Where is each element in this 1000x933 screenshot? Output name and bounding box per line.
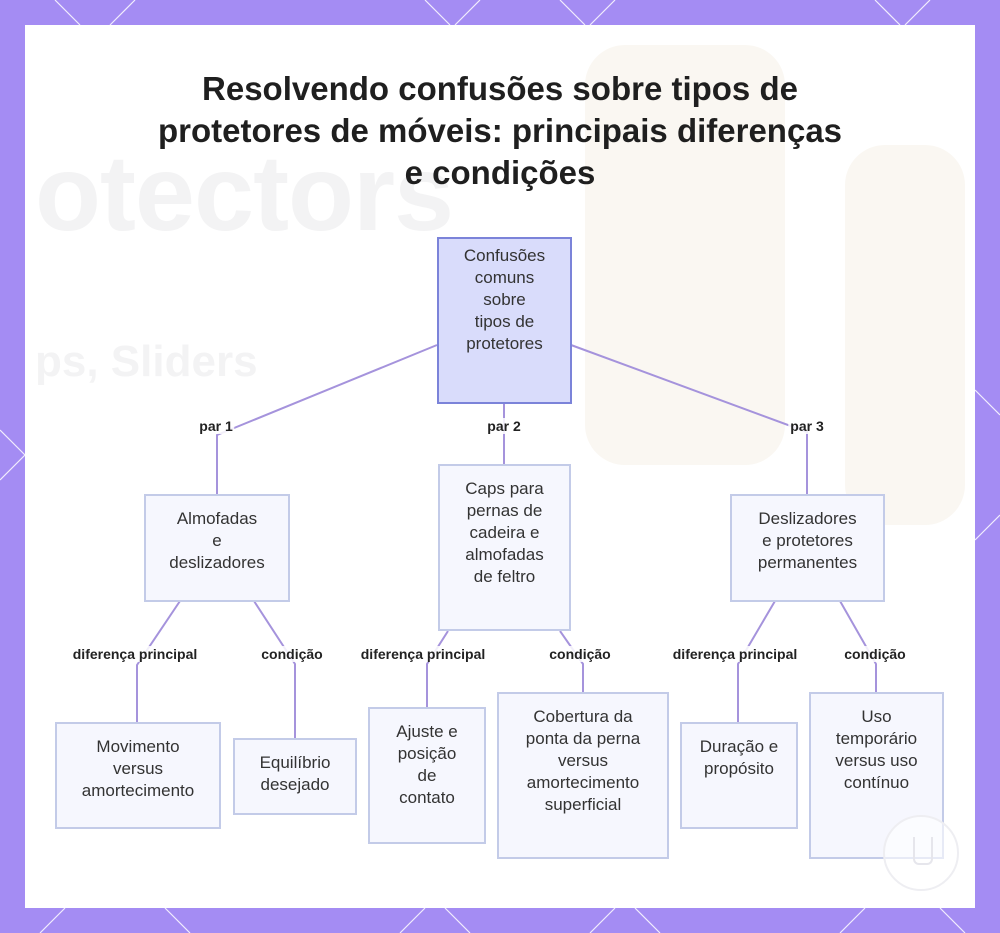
edge-label-p1-diff: diferença principal [70, 646, 200, 662]
page-title: Resolvendo confusões sobre tipos de prot… [157, 70, 843, 191]
node-p3-cond-label: Uso temporário versus uso contínuo [835, 707, 918, 792]
node-p2-cond: Cobertura da ponta da perna versus amort… [497, 692, 669, 859]
node-p2-diff: Ajuste e posição de contato [368, 707, 486, 844]
edge-label-par1: par 1 [197, 418, 235, 434]
cup-icon [913, 837, 933, 865]
watermark-badge [883, 815, 959, 891]
edge-root-pair1 [216, 344, 438, 494]
node-pair1-label: Almofadas e deslizadores [169, 509, 265, 572]
node-root-label: Confusões comuns sobre tipos de protetor… [463, 246, 546, 353]
edge-pair1-diff [136, 600, 181, 722]
background-watermark-text: otectors [35, 132, 454, 253]
node-pair2-label: Caps para pernas de cadeira e almofadas … [465, 479, 544, 586]
edge-label-p3-diff: diferença principal [670, 646, 800, 662]
node-pair2: Caps para pernas de cadeira e almofadas … [438, 464, 571, 631]
background-watermark-subtext: ps, Sliders [35, 337, 258, 386]
edge-pair2-diff [426, 630, 449, 707]
edge-label-p3-cond: condição [842, 646, 908, 662]
node-p3-cond: Uso temporário versus uso contínuo [809, 692, 944, 859]
edge-pair2-cond [559, 630, 584, 692]
background-wash [845, 145, 965, 525]
node-p2-cond-label: Cobertura da ponta da perna versus amort… [525, 707, 641, 814]
edge-label-p2-diff: diferença principal [358, 646, 488, 662]
node-root: Confusões comuns sobre tipos de protetor… [437, 237, 572, 404]
edge-pair3-diff [737, 600, 776, 722]
edge-pair3-cond [839, 600, 877, 692]
node-pair3: Deslizadores e protetores permanentes [730, 494, 885, 602]
node-p1-cond-label: Equilíbrio desejado [259, 753, 331, 794]
edge-label-par3: par 3 [788, 418, 826, 434]
background-wash [585, 45, 785, 465]
node-p2-diff-label: Ajuste e posição de contato [396, 722, 458, 807]
edge-label-p2-cond: condição [547, 646, 613, 662]
node-p1-cond: Equilíbrio desejado [233, 738, 357, 815]
node-pair3-label: Deslizadores e protetores permanentes [757, 509, 858, 572]
edge-label-p1-cond: condição [259, 646, 325, 662]
node-p3-diff: Duração e propósito [680, 722, 798, 829]
node-p3-diff-label: Duração e propósito [699, 737, 779, 778]
node-p1-diff: Movimento versus amortecimento [55, 722, 221, 829]
edge-pair1-cond [253, 600, 296, 738]
edge-root-pair3 [570, 344, 808, 494]
node-pair1: Almofadas e deslizadores [144, 494, 290, 602]
edge-label-par2: par 2 [485, 418, 523, 434]
node-p1-diff-label: Movimento versus amortecimento [81, 737, 195, 800]
